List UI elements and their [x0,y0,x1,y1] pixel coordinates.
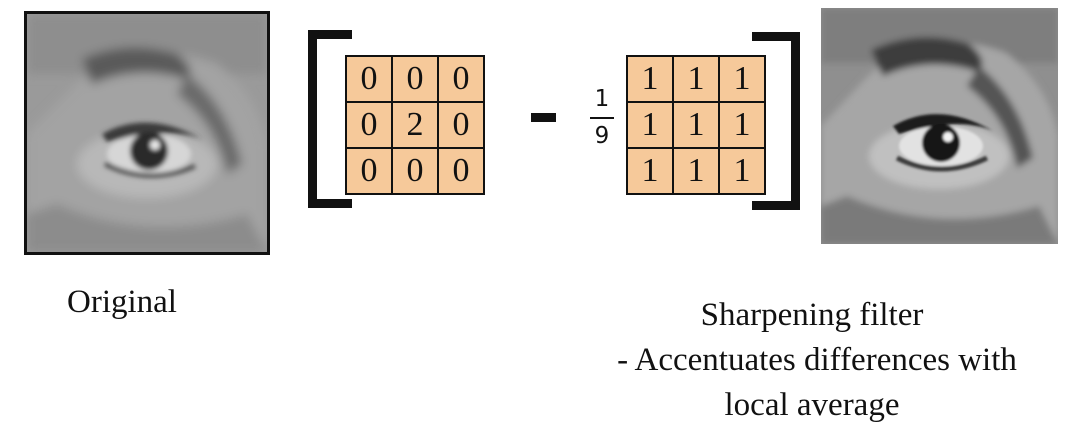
matrix-row: 1 1 1 [626,147,766,195]
matrix-cell: 1 [718,101,766,149]
matrix-cell: 1 [626,101,674,149]
original-image [24,11,270,255]
filter-description-line1: - Accentuates differences with [617,342,1017,378]
matrix-cell: 0 [345,101,393,149]
matrix-cell: 0 [391,147,439,195]
matrix-cell: 0 [437,147,485,195]
matrix-cell: 1 [626,147,674,195]
right-bracket [752,32,800,210]
matrix-cell: 1 [718,55,766,103]
matrix-cell: 1 [672,147,720,195]
matrix-cell: 1 [626,55,674,103]
kernel-matrix-box: 1 1 1 1 1 1 1 1 1 [626,55,766,195]
matrix-cell: 1 [672,55,720,103]
matrix-cell: 1 [718,147,766,195]
sharpened-eye-picture [821,8,1058,244]
filter-title-label: Sharpening filter [700,297,924,333]
matrix-row: 0 0 0 [345,147,485,195]
matrix-cell: 0 [391,55,439,103]
kernel-matrix-center: 0 0 0 0 2 0 0 0 0 [345,55,485,195]
original-label: Original [67,284,177,320]
original-eye-picture [27,14,267,252]
matrix-cell: 0 [345,55,393,103]
fraction-one-ninth: 1 9 [588,88,616,148]
matrix-row: 1 1 1 [626,101,766,149]
matrix-cell: 2 [391,101,439,149]
fraction-numerator: 1 [594,86,610,112]
fraction-bar [590,117,614,119]
matrix-row: 0 2 0 [345,101,485,149]
matrix-row: 0 0 0 [345,55,485,103]
filter-description-line2: local average [724,387,900,423]
matrix-cell: 0 [345,147,393,195]
left-bracket [308,30,352,208]
matrix-cell: 0 [437,101,485,149]
minus-operator [531,113,556,122]
matrix-cell: 1 [672,101,720,149]
matrix-row: 1 1 1 [626,55,766,103]
fraction-denominator: 9 [594,123,610,149]
sharpened-image [821,8,1058,244]
matrix-cell: 0 [437,55,485,103]
